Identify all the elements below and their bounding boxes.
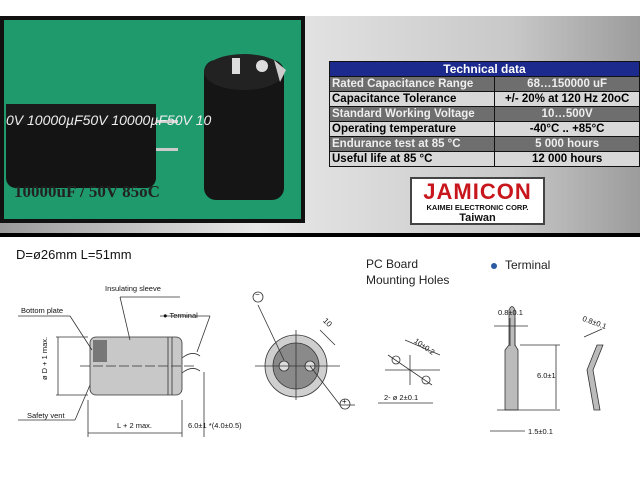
divider xyxy=(0,233,640,237)
row-label: Capacitance Tolerance xyxy=(328,91,496,107)
row-value: +/- 20% at 120 Hz 20oC xyxy=(494,91,640,107)
pcb-holes-label: 2- ø 2±0.1 xyxy=(384,393,419,402)
length-label: L + 2 max. xyxy=(117,421,152,430)
dimensions-label: D=ø26mm L=51mm xyxy=(16,247,132,262)
row-value: 12 000 hours xyxy=(494,151,640,167)
row-label: Standard Working Voltage xyxy=(328,106,496,122)
capacitor-photo-illustration xyxy=(6,54,286,200)
row-value: 68…150000 uF xyxy=(494,76,640,92)
table-row: Capacitance Tolerance+/- 20% at 120 Hz 2… xyxy=(328,91,640,107)
pcb-holes-drawing xyxy=(378,339,441,404)
plus-icon: + xyxy=(342,397,347,406)
diameter-label: ø D + 1 max. xyxy=(40,336,49,380)
jamicon-logo: JAMICON KAIMEI ELECTRONIC CORP. Taiwan xyxy=(410,177,545,225)
table-row: Operating temperature-40°C .. +85°C xyxy=(328,121,640,137)
sleeve-print: 0V 10000µF50V 10000µF50V 10 xyxy=(6,112,212,128)
row-label: Operating temperature xyxy=(328,121,496,137)
terminal-title: Terminal xyxy=(505,258,551,272)
pcb-title-2: Mounting Holes xyxy=(366,273,450,287)
terminal-length-label: 6.0±1 xyxy=(537,371,556,380)
minus-icon: − xyxy=(255,290,260,299)
terminal-width-label: 0.8±0.1 xyxy=(498,308,523,317)
capacitor-standing xyxy=(204,60,284,200)
terminal-base-label: 1.5±0.1 xyxy=(528,427,553,436)
logo-corp: KAIMEI ELECTRONIC CORP. xyxy=(426,203,529,212)
insulating-sleeve-label: Insulating sleeve xyxy=(105,284,161,293)
terminal-label: ● Terminal xyxy=(163,311,198,320)
photo-caption: 10000uF / 50V 85oC xyxy=(14,182,160,201)
row-value: -40°C .. +85°C xyxy=(494,121,640,137)
safety-vent-label: Safety vent xyxy=(27,411,65,420)
logo-brand: JAMICON xyxy=(423,179,532,204)
bottom-plate-label: Bottom plate xyxy=(21,306,64,315)
lead-length-label: 6.0±1 *(4.0±0.5) xyxy=(188,421,242,430)
pcb-title-1: PC Board xyxy=(366,257,419,271)
side-view-drawing xyxy=(18,296,211,437)
row-label: Rated Capacitance Range xyxy=(328,76,496,92)
logo-country: Taiwan xyxy=(459,212,496,224)
row-value: 10…500V xyxy=(494,106,640,122)
terminal-drawing xyxy=(490,306,604,432)
terminal-bullet-icon xyxy=(491,263,497,269)
row-label: Endurance test at 85 °C xyxy=(328,136,496,152)
row-label: Useful life at 85 °C xyxy=(328,151,496,167)
product-photo: 0V 10000µF50V 10000µF50V 10 xyxy=(0,16,305,223)
capacitor-lying xyxy=(6,104,156,188)
top-view-drawing xyxy=(252,291,355,410)
